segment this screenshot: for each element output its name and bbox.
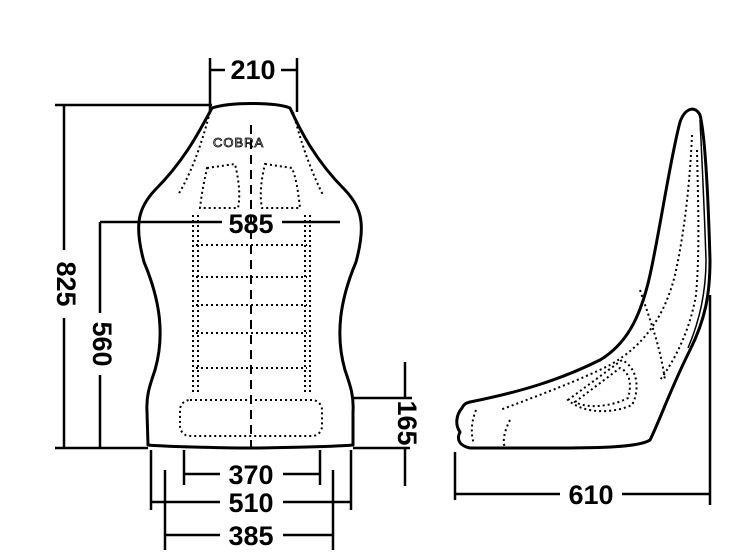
side-seat-outline — [455, 107, 712, 450]
dim-base-inner-width: 370 — [182, 450, 322, 490]
dim-base-bottom-width: 385 — [163, 470, 335, 551]
dim-total-height-label: 825 — [51, 261, 81, 306]
side-bolster-stitch — [639, 289, 666, 381]
dim-base-width-label: 510 — [228, 488, 273, 518]
dim-shoulder-width-label: 585 — [228, 209, 273, 239]
front-view: COBRA — [137, 102, 363, 450]
dim-cushion-height-label: 165 — [392, 400, 422, 445]
side-front-stitch — [470, 409, 477, 445]
side-back-stitch — [499, 134, 693, 411]
dim-back-height: 560 — [87, 222, 117, 448]
right-harness-slot — [259, 162, 302, 209]
dim-top-width: 210 — [208, 55, 299, 112]
side-inner-backrest — [687, 119, 707, 349]
side-harness-slot — [573, 366, 631, 408]
front-right-stitch-curve — [292, 111, 324, 196]
front-seat-outline — [137, 102, 363, 450]
front-left-stitch-curve — [177, 111, 211, 196]
dim-total-height: 825 — [51, 103, 212, 448]
dim-back-height-label: 560 — [87, 321, 117, 366]
dim-base-inner-width-label: 370 — [228, 460, 273, 490]
dim-side-depth-label: 610 — [568, 480, 613, 510]
dim-top-width-label: 210 — [230, 55, 275, 85]
dim-cushion-height: 165 — [353, 362, 422, 486]
side-back-stitch-2 — [659, 149, 700, 381]
side-lower-stitch — [502, 419, 511, 449]
dim-base-bottom-width-label: 385 — [228, 521, 273, 551]
side-harness-slot-outer — [566, 358, 638, 413]
dim-base-width: 510 — [149, 450, 353, 518]
dim-side-depth: 610 — [453, 295, 712, 510]
left-harness-slot — [198, 162, 241, 209]
dim-shoulder-width: 585 — [100, 209, 340, 239]
brand-label: COBRA — [213, 135, 264, 150]
side-view — [455, 107, 712, 450]
